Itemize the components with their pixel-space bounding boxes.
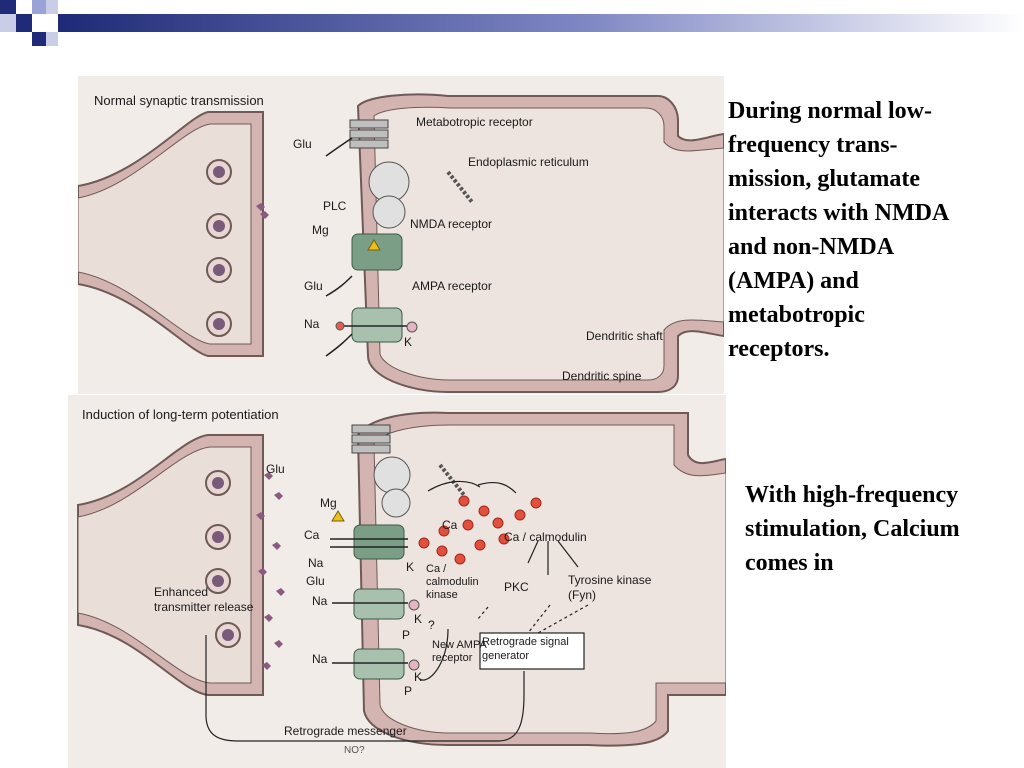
k-label: K (406, 560, 414, 574)
vesicle (206, 311, 232, 337)
deco-square (0, 14, 16, 32)
ampa-receptor (332, 588, 420, 620)
nmda-receptor-label: NMDA receptor (410, 217, 492, 231)
nmda-receptor (351, 233, 403, 271)
nmda-receptor (330, 510, 408, 560)
k-label-3: K (414, 670, 422, 684)
glu-label: Glu (293, 137, 312, 151)
na-label-2: Na (312, 594, 328, 608)
new-ampa-receptor-label: New AMPA receptor (432, 639, 487, 664)
k-label: K (404, 335, 412, 349)
mg-label: Mg (312, 223, 329, 237)
k-label-2: K (414, 612, 422, 626)
vesicle (215, 622, 241, 648)
question-label: ? (428, 618, 435, 632)
normal-transmission-diagram: Glu Metabotropic receptor Endoplasmic re… (78, 93, 724, 393)
new-ampa-receptor (332, 648, 420, 680)
ampa-receptor-label: AMPA receptor (412, 279, 492, 293)
plc-label: PLC (323, 199, 347, 213)
endoplasmic-reticulum-label: Endoplasmic reticulum (468, 155, 589, 169)
tyrosine-kinase-label: Tyrosine kinase (Fyn) (568, 573, 652, 602)
vesicle (205, 470, 231, 496)
dendritic-shaft-label: Dendritic shaft (586, 329, 663, 343)
deco-square (46, 32, 58, 46)
glu-label-2: Glu (306, 574, 325, 588)
na-label: Na (304, 317, 320, 331)
phosphate-label-2: P (404, 684, 412, 698)
ca-inside-label: Ca (442, 518, 458, 532)
normal-transmission-figure: Normal synaptic transmission (78, 76, 724, 394)
dendritic-spine-label: Dendritic spine (562, 369, 642, 383)
metabotropic-receptor (351, 424, 411, 518)
vesicle (205, 524, 231, 550)
no-label: NO? (344, 745, 365, 756)
retrograde-messenger-label: Retrograde messenger (284, 724, 407, 738)
header-gradient-bar (58, 14, 1024, 32)
figure-title: Induction of long-term potentiation (82, 407, 279, 422)
body-paragraph-2: With high-frequency stimulation, Calcium… (745, 482, 960, 576)
deco-square (32, 32, 46, 46)
phosphate-label: P (402, 628, 410, 642)
deco-square (0, 0, 16, 14)
retrograde-signal-generator-box (479, 632, 585, 670)
deco-square (16, 14, 32, 32)
ltp-induction-figure: Induction of long-term potentiation (68, 395, 726, 768)
body-paragraph-1: During normal low-frequency trans-missio… (728, 98, 948, 362)
deco-square (32, 0, 48, 14)
enhanced-release-label: Enhanced transmitter release (154, 585, 254, 614)
ltp-induction-diagram: Glu Mg Ca Na Glu Na Na Enhanced transmit… (77, 411, 726, 756)
ca-label: Ca (304, 528, 320, 542)
slide-header-decoration (0, 0, 1024, 46)
metabotropic-receptor (349, 119, 410, 229)
pkc-label: PKC (504, 580, 529, 594)
camk-label: Ca / calmodulin kinase (426, 563, 479, 601)
mg-label: Mg (320, 496, 337, 510)
vesicle (206, 257, 232, 283)
calcium-ions (418, 495, 542, 565)
glu-label-2: Glu (304, 279, 323, 293)
ca-calmodulin-label: Ca / calmodulin (504, 530, 587, 544)
retrograde-signal-generator-label: Retrograde signal generator (482, 636, 569, 662)
figure-title: Normal synaptic transmission (94, 93, 264, 108)
ampa-receptor (335, 307, 418, 343)
glu-label: Glu (266, 462, 285, 476)
vesicle (206, 213, 232, 239)
na-label: Na (308, 556, 324, 570)
metabotropic-receptor-label: Metabotropic receptor (416, 115, 533, 129)
deco-square (46, 0, 58, 14)
na-label-3: Na (312, 652, 328, 666)
vesicle (206, 159, 232, 185)
vesicle (205, 568, 231, 594)
